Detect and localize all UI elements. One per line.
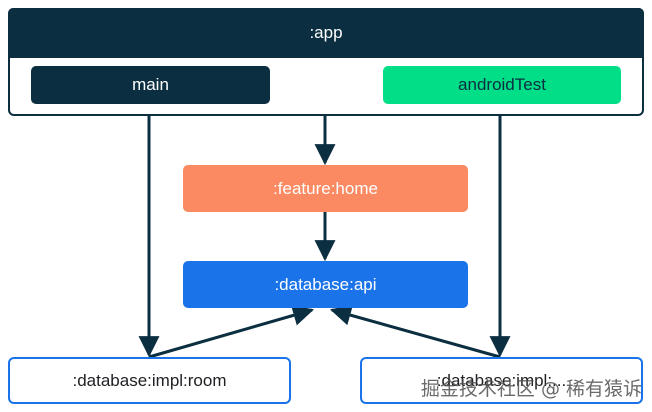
watermark: 掘金技术社区 @ 稀有猿诉 — [420, 378, 642, 400]
android-test-source-set: androidTest — [383, 66, 621, 104]
arrow-room-to-api — [148, 305, 315, 359]
database-api-module: :database:api — [183, 261, 468, 308]
arrow-impl-to-api — [329, 304, 501, 359]
app-module-label: :app — [8, 8, 644, 58]
main-source-set: main — [31, 66, 270, 104]
database-impl-other-module: :database:impl:... — [360, 357, 643, 404]
feature-home-module: :feature:home — [183, 165, 468, 212]
database-impl-room-module: :database:impl:room — [8, 357, 291, 404]
